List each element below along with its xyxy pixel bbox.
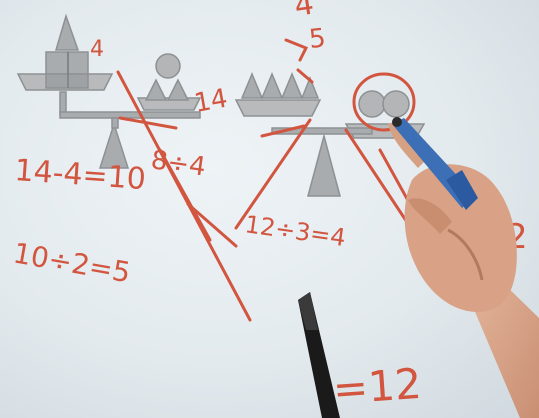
side-note: 8÷4 — [149, 145, 208, 182]
left-pan-label: 4 — [90, 37, 104, 62]
right-work-line: 12÷3=4 — [243, 210, 347, 252]
hand-holding-marker — [388, 117, 539, 418]
work-line-division: 10÷2=5 — [11, 236, 133, 289]
top-mark-left: 4 — [292, 0, 316, 24]
right-pan-label: 14 — [192, 84, 230, 119]
top-mark-right: 5 — [308, 23, 328, 55]
answer: =12 — [331, 359, 423, 414]
blue-marker — [392, 117, 478, 210]
work-line-subtraction: 14-4=10 — [13, 153, 147, 197]
balance-scale-left — [16, 13, 202, 169]
pointer-pen — [298, 292, 340, 418]
